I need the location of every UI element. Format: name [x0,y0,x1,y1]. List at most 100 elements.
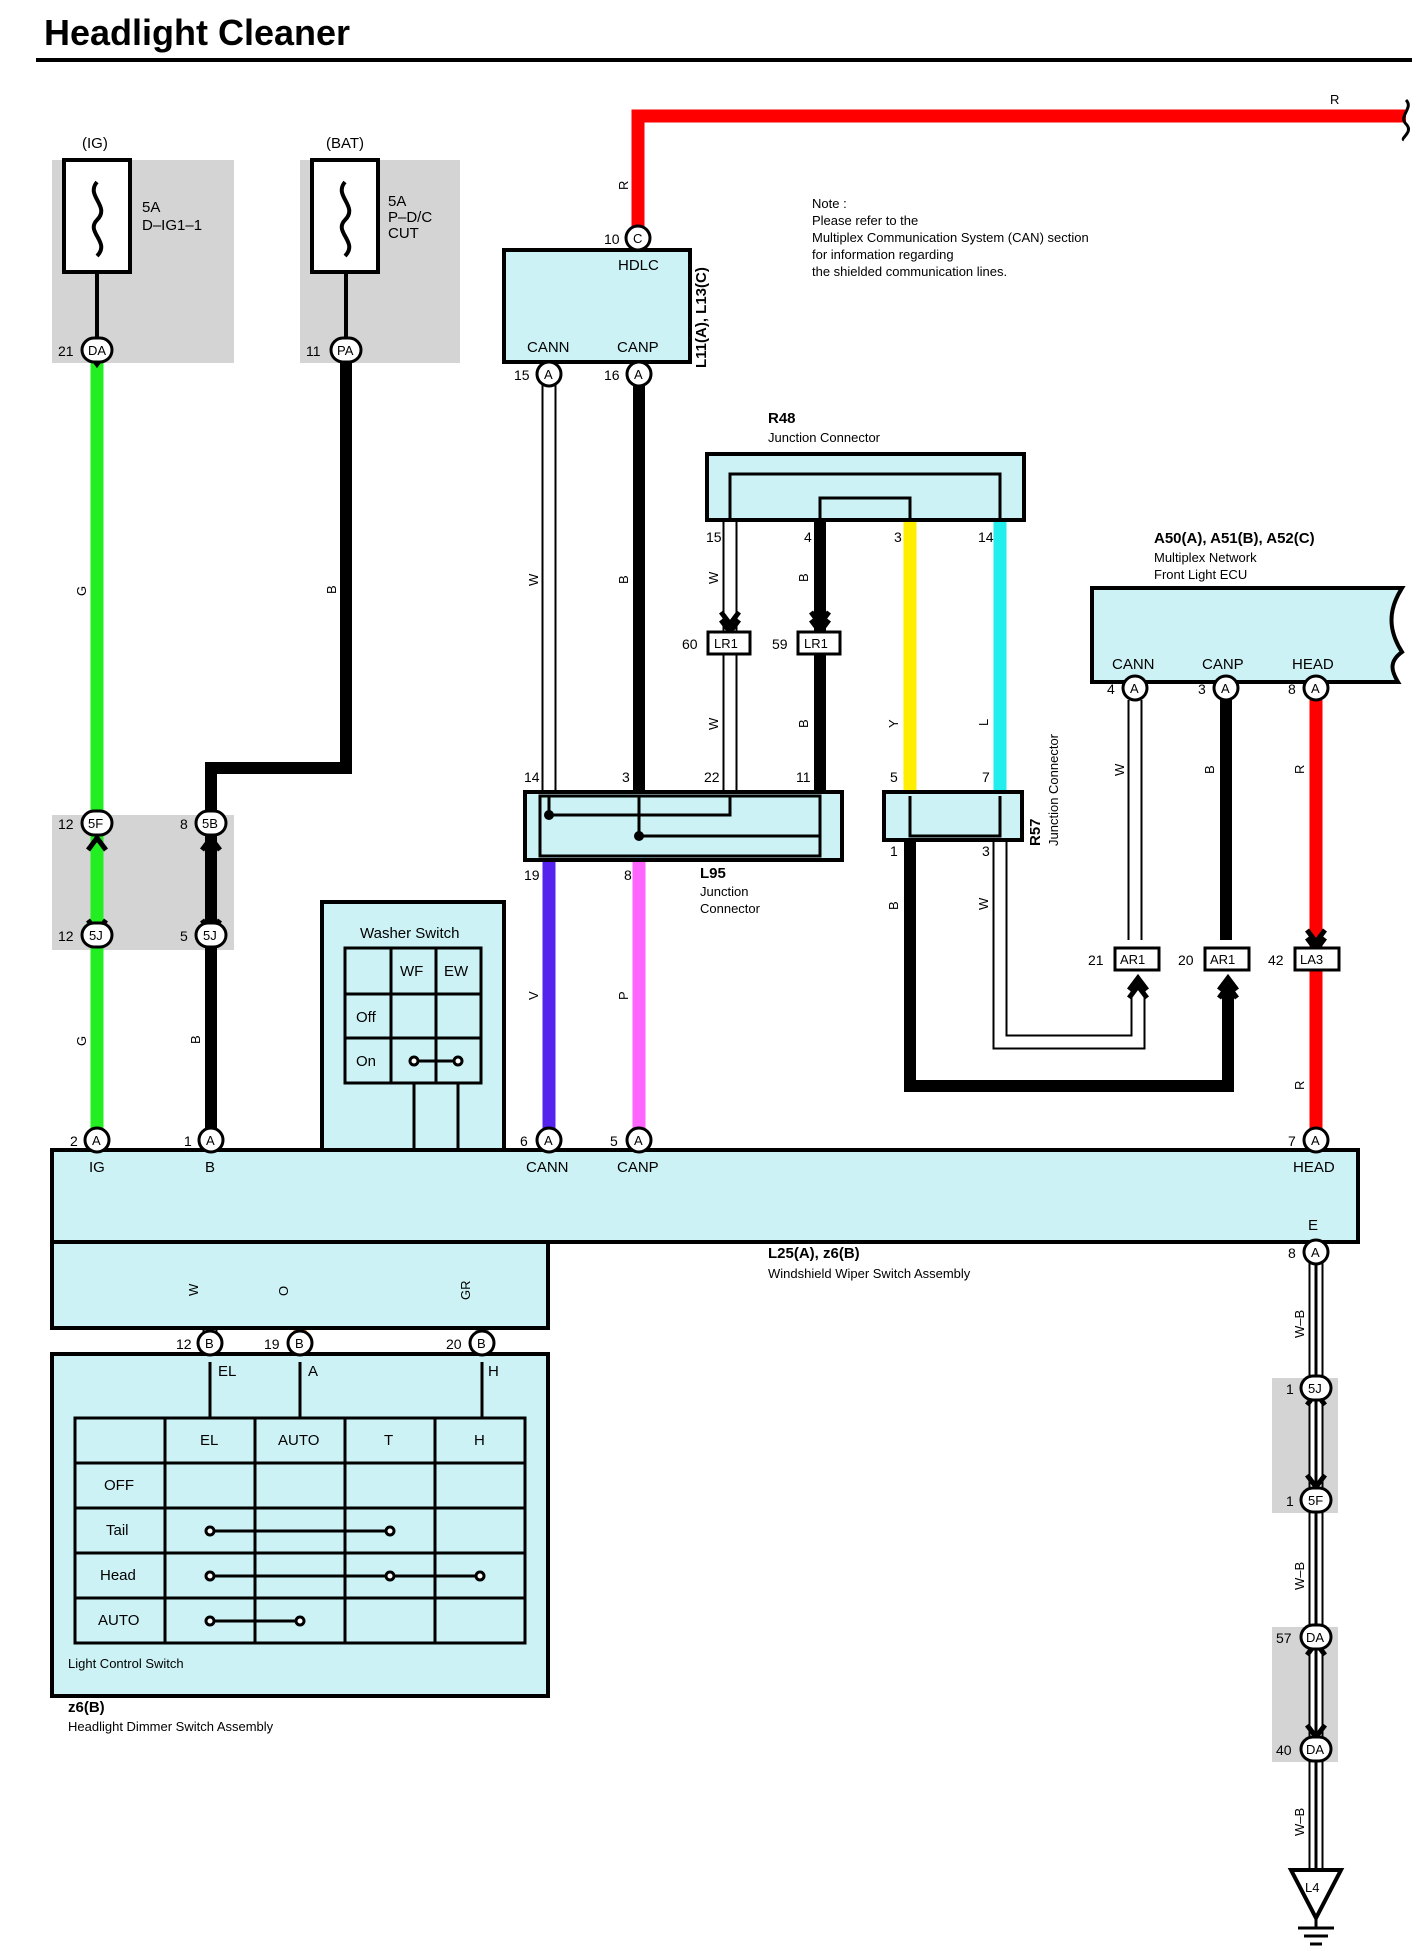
conn-da: DA [88,343,106,358]
conn-cann-a: 15 A [514,360,563,388]
flecu-name-2: Front Light ECU [1154,567,1247,582]
conn-a: A [1221,681,1230,696]
conn-bubble [83,1126,111,1154]
label-r-1: R [616,181,631,190]
flecu-cann: CANN [1112,656,1155,673]
l95-node-2 [634,831,644,841]
conn-bubble [1299,1486,1333,1514]
r57-id: R57 [1027,818,1044,846]
conn-wiper-b: 1 A [184,1126,225,1154]
conn-5j-e: 1 5J [1286,1374,1333,1402]
light-label-a: A [308,1363,318,1380]
label-b-3: B [616,575,631,584]
conn-rect [796,630,842,656]
fuse-bat-name2: CUT [388,225,419,242]
conn-bubble [194,809,228,837]
l95-connector [523,790,844,862]
conn-5j: 5J [89,928,103,943]
conn-wiper-cann: 6 A [520,1126,563,1154]
front-light-ecu [1090,586,1406,684]
conn-5j-ig: 12 5J [58,921,114,949]
light-row-tail: Tail [106,1522,129,1539]
fuse-bat-element [339,180,352,258]
main-ecu-cann: CANN [527,339,570,356]
conn-lr1-60: 60 LR1 [682,630,752,656]
pin-15: 15 [514,367,530,383]
label-wb-2: W–B [1292,1562,1307,1590]
pin-12: 12 [176,1336,192,1352]
conn-5b: 8 5B [180,809,228,837]
main-body-ecu [502,248,692,364]
fuse-ig-amp: 5A [142,199,160,216]
conn-flecu-canp: 3 A [1198,674,1240,702]
wiper-label-b: B [205,1159,215,1176]
conn-bat-pa: 11 PA [306,336,363,364]
r48-pin-3: 3 [894,529,902,545]
conn-rect [706,630,752,656]
pin-16: 16 [604,367,620,383]
wiper-label-canp: CANP [617,1159,659,1176]
conn-5j-b: 5 5J [180,921,228,949]
conn-bubble [1299,1735,1333,1763]
label-b-6: B [1202,765,1217,774]
wiper-assembly-id: L25(A), z6(B) [768,1245,860,1262]
label-gr: GR [458,1281,473,1301]
pin-5: 5 [610,1133,618,1149]
conn-a: A [1311,1245,1320,1260]
conn-lr1: LR1 [714,636,738,651]
l95-id: L95 [700,865,726,882]
flecu-id: A50(A), A51(B), A52(C) [1154,530,1315,547]
light-row-auto: AUTO [98,1612,139,1629]
label-w-2: W [706,571,721,584]
conn-canp-a: 16 A [604,360,653,388]
label-w-6: W [186,1283,201,1296]
diagram-title: Headlight Cleaner [44,12,350,53]
conn-wiper-head: 7 A [1288,1126,1330,1154]
washer-col-ew: EW [444,963,469,980]
label-wb-3: W–B [1292,1808,1307,1836]
conn-da: DA [1306,1742,1324,1757]
label-g-1: G [74,586,89,596]
fuse-bat-amp: 5A [388,193,406,210]
conn-bubble [468,1329,496,1357]
label-r-2: R [1330,92,1339,107]
pin-4: 4 [1107,681,1115,697]
fuse-bat-name1: P–D/C [388,209,432,226]
conn-5f-e: 1 5F [1286,1486,1333,1514]
note-line-1: Note : [812,196,847,211]
r48-pin-14: 14 [978,529,994,545]
pin-12: 12 [58,816,74,832]
conn-5b: 5B [202,816,218,831]
l95-node-1 [544,810,554,820]
conn-rect [1113,946,1161,972]
pin-21: 21 [1088,952,1104,968]
r57-pin-1: 1 [890,843,898,859]
conn-hdlc-c: 10 C [604,224,652,252]
wire-color-labels: G G B B R R W B W B W B Y L W B R R V P … [74,92,1339,1836]
conn-a: A [1130,681,1139,696]
label-b-7: B [886,901,901,910]
pin-20: 20 [1178,952,1194,968]
pin-10: 10 [604,231,620,247]
washer-on-dot-2 [452,1055,464,1067]
r57-name: Junction Connector [1046,733,1061,846]
conn-a: A [1311,1133,1320,1148]
r57-pin-3: 3 [982,843,990,859]
label-b-2: B [188,1035,203,1044]
l95-pin-14: 14 [524,769,540,785]
conn-light-a: 19 B [264,1329,314,1357]
label-w-4: W [1112,763,1127,776]
conn-bubble [1121,674,1149,702]
label-v: V [526,991,541,1000]
pin-40: 40 [1276,1742,1292,1758]
note-line-3: Multiplex Communication System (CAN) sec… [812,230,1089,245]
wiper-label-e: E [1308,1217,1318,1234]
conn-bubble [1302,1126,1330,1154]
fuse-ig: (IG) 5A D–IG1–1 [62,135,202,340]
conn-ar1-20: 20 AR1 [1178,946,1251,972]
washer-col-wf: WF [400,963,423,980]
label-w-3: W [706,717,721,730]
conn-b: B [295,1336,304,1351]
conn-a: A [92,1133,101,1148]
washer-switch-title: Washer Switch [360,925,459,942]
